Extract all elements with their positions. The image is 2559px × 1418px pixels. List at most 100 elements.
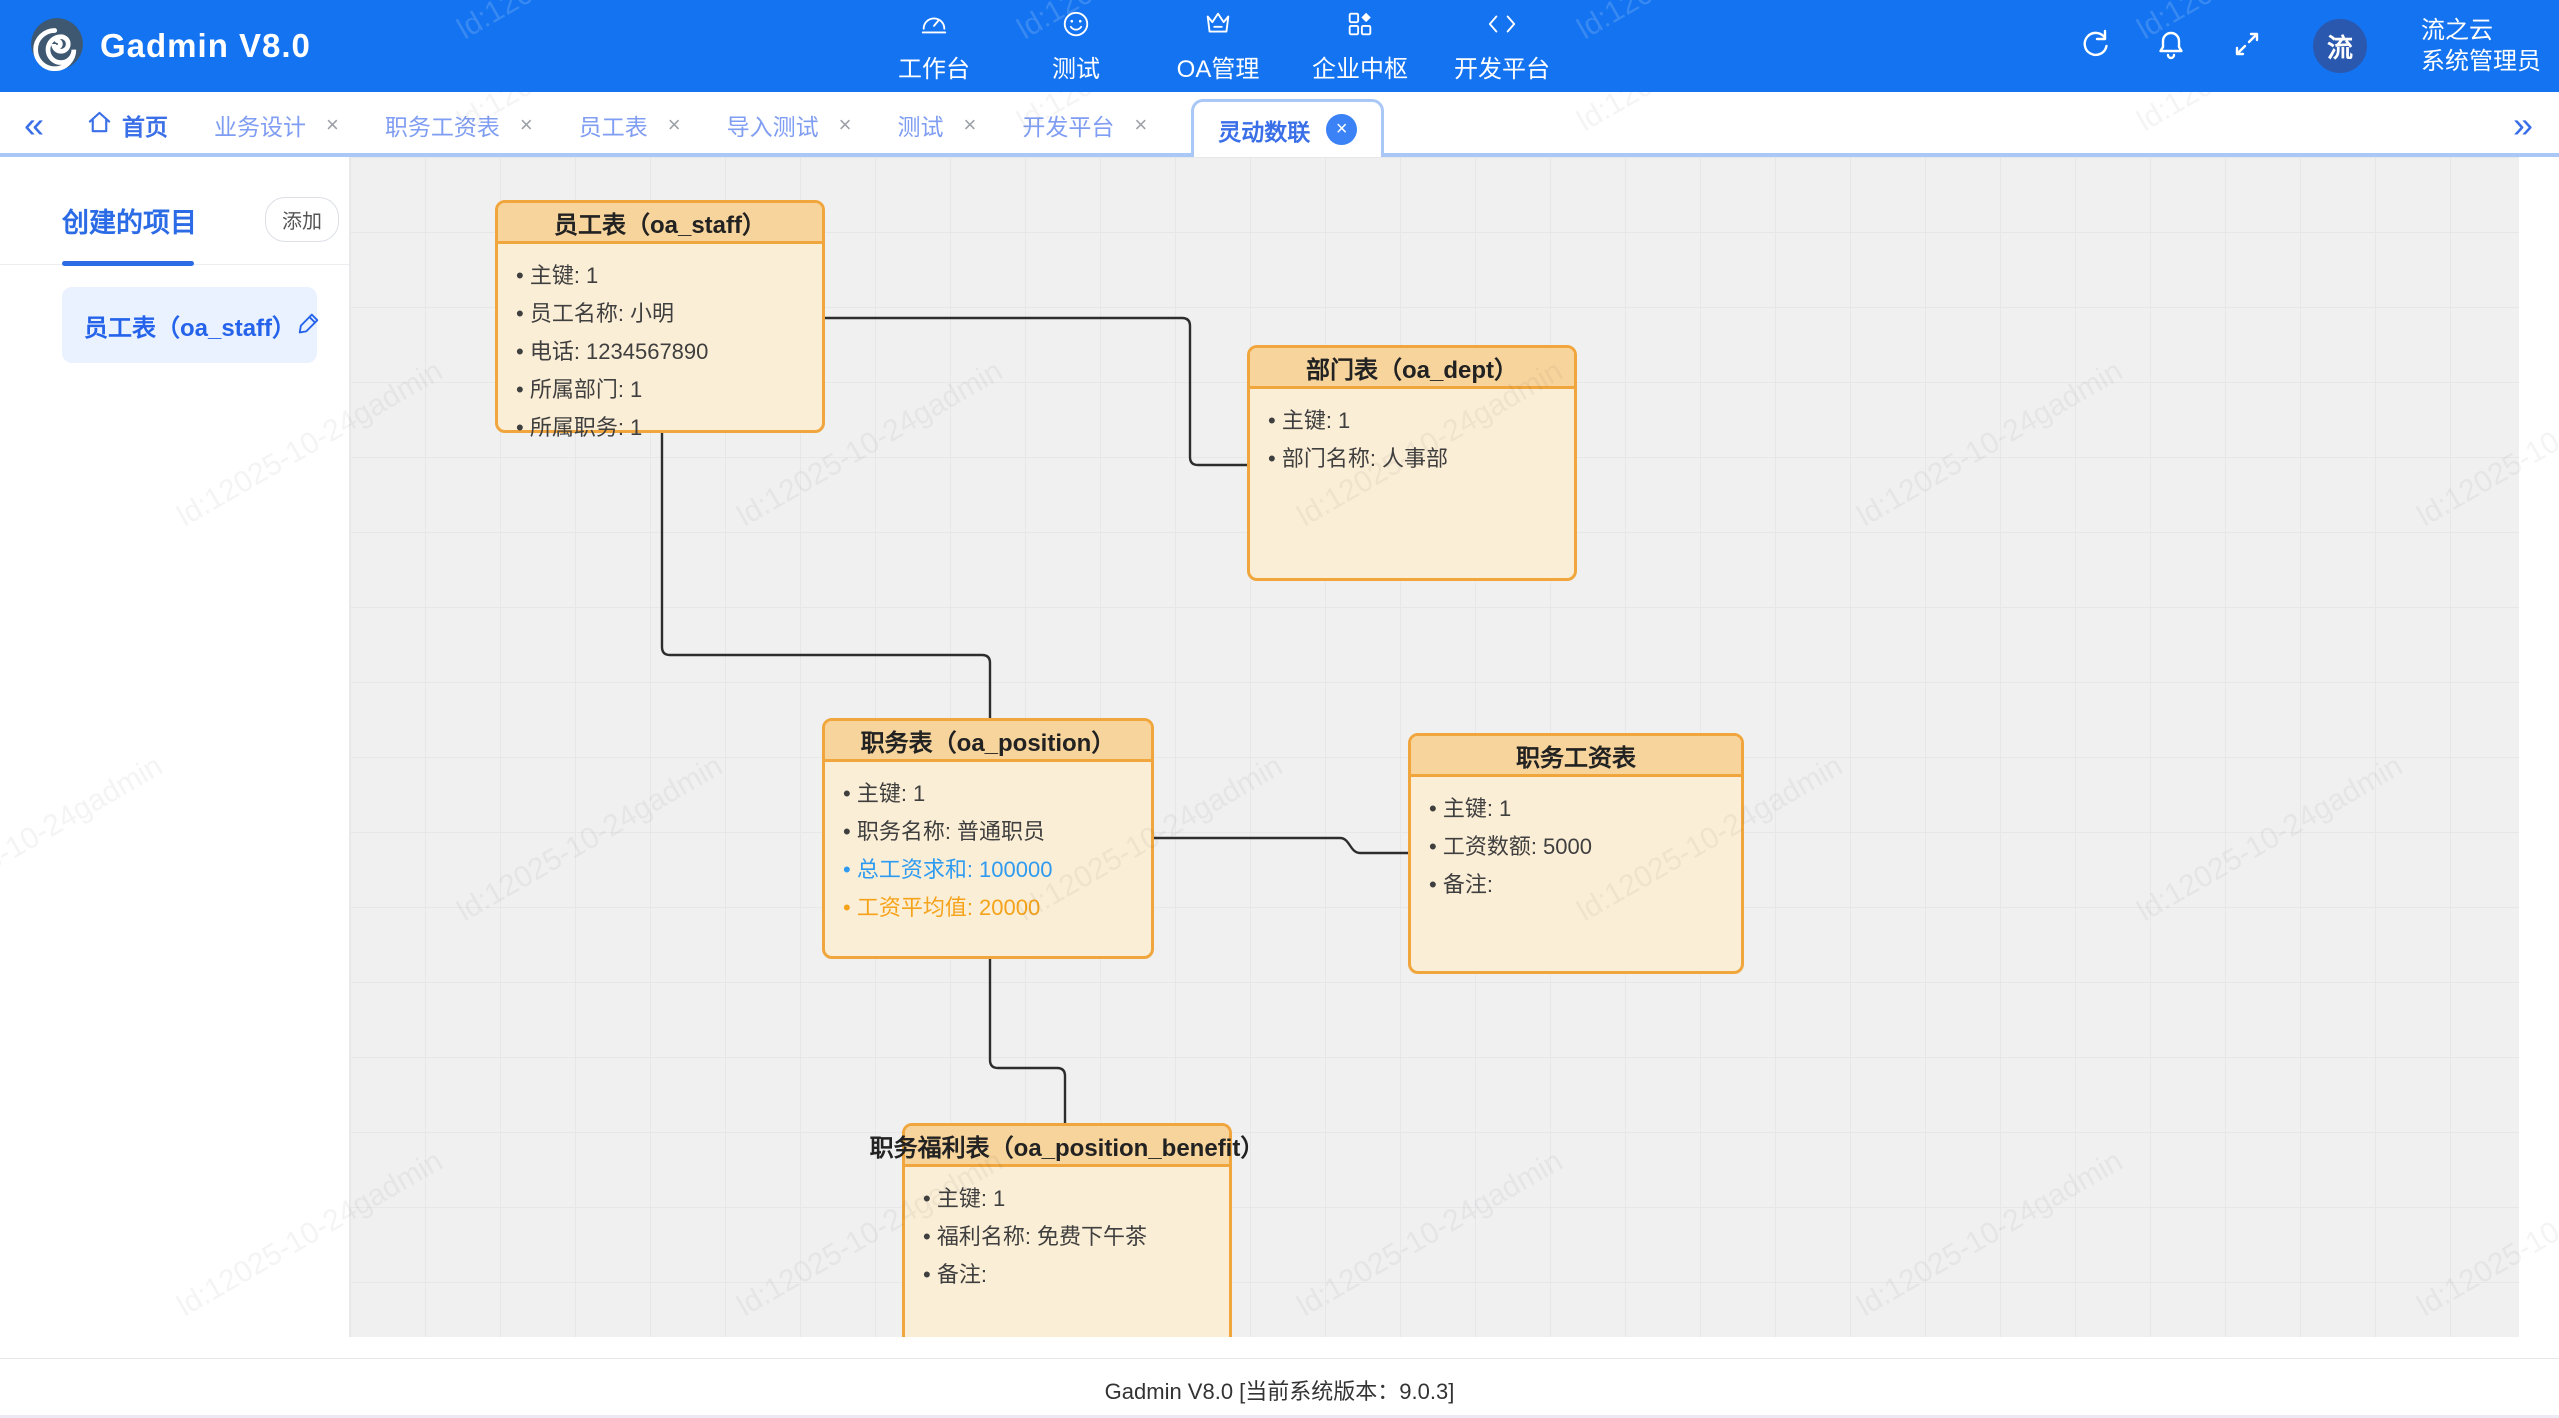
entity-field: • 部门名称: 人事部 (1268, 446, 1449, 471)
app-title: Gadmin V8.0 (100, 27, 311, 64)
close-icon[interactable]: × (519, 111, 533, 137)
sidebar-divider (0, 260, 349, 266)
entity-field: • 所属部门: 1 (516, 377, 643, 402)
entity-fields: • 主键: 1 • 工资数额: 5000 • 备注: (1411, 777, 1741, 917)
entity-fields: • 主键: 1 • 福利名称: 免费下午茶 • 备注: (905, 1167, 1229, 1307)
entity-connectors (660, 316, 1408, 1123)
tab-label: 灵动数联 (1218, 118, 1311, 145)
entity-field: • 主键: 1 (1429, 796, 1512, 821)
entity-staff[interactable]: 员工表（oa_staff）• 主键: 1• 员工名称: 小明• 电话: 1234… (495, 200, 825, 440)
entity-field: • 工资数额: 5000 (1429, 834, 1592, 859)
close-icon[interactable]: × (326, 111, 339, 137)
entity-field: • 总工资求和: 100000 (843, 857, 1053, 882)
entity-fields: • 主键: 1 • 职务名称: 普通职员 • 总工资求和: 100000 • 工资平均… (825, 762, 1151, 940)
sidebar-title: 创建的项目 (62, 208, 197, 238)
entity-title: 部门表（oa_dept） (1250, 348, 1574, 389)
nav-item-label: 企业中枢 (1312, 55, 1408, 83)
crown-icon (1203, 9, 1233, 44)
tab-label: 开发平台 (1022, 113, 1115, 140)
tab[interactable]: 职务工资表 × (385, 108, 533, 142)
entity-field: • 工资平均值: 20000 (843, 895, 1041, 920)
tab-label: 首页 (122, 113, 169, 140)
connector-position-benefit (988, 959, 1067, 1123)
entity-title: 员工表（oa_staff） (498, 203, 822, 244)
watermark-text: ld:12025-10-24gadmin (1572, 0, 1849, 47)
entity-fields: • 主键: 1• 员工名称: 小明• 电话: 1234567890• 所属部门:… (498, 244, 822, 460)
tab-label: 业务设计 (214, 113, 307, 140)
tab[interactable]: 导入测试 × (727, 108, 852, 142)
tabs-scroll-right-icon[interactable]: » (2512, 103, 2533, 145)
dashboard-icon (919, 9, 949, 44)
connector-staff-position (660, 433, 992, 718)
app-header: Gadmin V8.0 工作台 测试 OA管理 企业中枢 开发平台 流 流之云 系统管理… (0, 0, 2559, 92)
app-logo-icon (30, 17, 84, 76)
diagram-canvas[interactable]: 员工表（oa_staff）• 主键: 1• 员工名称: 小明• 电话: 1234… (350, 157, 2519, 1337)
user-role: 系统管理员 (2421, 48, 2541, 75)
refresh-icon[interactable] (2079, 28, 2111, 65)
nav-item[interactable]: 工作台 (886, 9, 982, 84)
tab-home[interactable]: 首页 (86, 108, 168, 142)
close-icon[interactable]: × (667, 111, 681, 137)
entity-title: 职务表（oa_position） (825, 721, 1151, 762)
connector-staff-dept (825, 316, 1247, 467)
entity-fields: • 主键: 1 • 部门名称: 人事部 (1250, 389, 1574, 491)
app-footer: Gadmin V8.0 [当前系统版本：9.0.3] (0, 1337, 2559, 1418)
entity-dept[interactable]: 部门表（oa_dept） • 主键: 1 • 部门名称: 人事部 (1247, 345, 1577, 581)
edit-icon[interactable] (296, 310, 322, 341)
entity-title: 职务工资表 (1411, 736, 1741, 777)
entity-field: • 主键: 1 (923, 1186, 1006, 1211)
entity-field: • 主键: 1 (1268, 408, 1351, 433)
nav-item-label: OA管理 (1176, 55, 1260, 83)
tab[interactable]: 测试 × (897, 108, 976, 142)
entity-field: • 职务名称: 普通职员 (843, 819, 1046, 844)
nav-item[interactable]: 测试 (1028, 9, 1124, 84)
user-name[interactable]: 流之云 系统管理员 (2421, 15, 2541, 77)
nav-item-label: 开发平台 (1454, 55, 1550, 83)
tab-bar: « 首页 业务设计 × 职务工资表 × 员工表 × 导入测试 × 测试 × 开发平台 × 灵动数联 ×… (0, 92, 2559, 157)
entity-field: • 主键: 1 (516, 263, 599, 288)
close-icon[interactable]: × (838, 111, 852, 137)
nav-item[interactable]: OA管理 (1170, 9, 1266, 84)
entity-position[interactable]: 职务表（oa_position） • 主键: 1 • 职务名称: 普通职员 • 总工资… (822, 718, 1154, 959)
footer-version-text: Gadmin V8.0 [当前系统版本：9.0.3] (0, 1358, 2559, 1406)
header-nav: 工作台 测试 OA管理 企业中枢 开发平台 (886, 0, 1550, 92)
nav-item[interactable]: 企业中枢 (1312, 9, 1408, 84)
connector-position-salary (1154, 836, 1408, 855)
tab-active[interactable]: 灵动数联 × (1191, 99, 1385, 157)
blocks-icon (1345, 9, 1375, 44)
entity-benefit[interactable]: 职务福利表（oa_position_benefit） • 主键: 1 • 福利名称:… (870, 1123, 1264, 1337)
tab[interactable]: 业务设计 × (214, 108, 339, 142)
user-org: 流之云 (2421, 17, 2493, 44)
entity-title: 职务福利表（oa_position_benefit） (870, 1126, 1264, 1167)
entity-field: • 备注: (1429, 872, 1493, 897)
entity-field: • 电话: 1234567890 (516, 339, 709, 364)
entity-field: • 主键: 1 (843, 781, 926, 806)
tab[interactable]: 开发平台 × (1022, 108, 1147, 142)
tab-label: 职务工资表 (384, 113, 500, 140)
entity-salary[interactable]: 职务工资表 • 主键: 1 • 工资数额: 5000 • 备注: (1408, 733, 1744, 974)
tab-label: 导入测试 (726, 113, 819, 140)
entity-field: • 福利名称: 免费下午茶 (923, 1224, 1148, 1249)
home-icon (86, 109, 113, 141)
code-icon (1487, 9, 1517, 44)
smiley-icon (1061, 9, 1091, 44)
tab[interactable]: 员工表 × (579, 108, 681, 142)
avatar[interactable]: 流 (2313, 19, 2367, 73)
tab-label: 测试 (897, 113, 944, 140)
watermark-text: ld:12025-10-24gadmin (452, 0, 729, 47)
entity-field: • 所属职务: 1 (516, 415, 643, 440)
projects-sidebar: 创建的项目 添加 员工表（oa_staff） (0, 157, 350, 1337)
tabs-scroll-left-icon[interactable]: « (24, 103, 45, 145)
fullscreen-icon[interactable] (2231, 28, 2263, 65)
tab-label: 员工表 (578, 113, 648, 140)
close-icon[interactable]: × (1326, 114, 1358, 145)
project-item-label: 员工表（oa_staff） (84, 314, 297, 342)
close-icon[interactable]: × (1134, 111, 1148, 137)
bell-icon[interactable] (2155, 28, 2187, 65)
nav-item[interactable]: 开发平台 (1454, 9, 1550, 84)
add-project-button[interactable]: 添加 (265, 197, 339, 242)
entity-field: • 备注: (923, 1262, 987, 1287)
close-icon[interactable]: × (963, 111, 977, 137)
project-list-item[interactable]: 员工表（oa_staff） (62, 287, 319, 363)
nav-item-label: 工作台 (898, 55, 970, 83)
